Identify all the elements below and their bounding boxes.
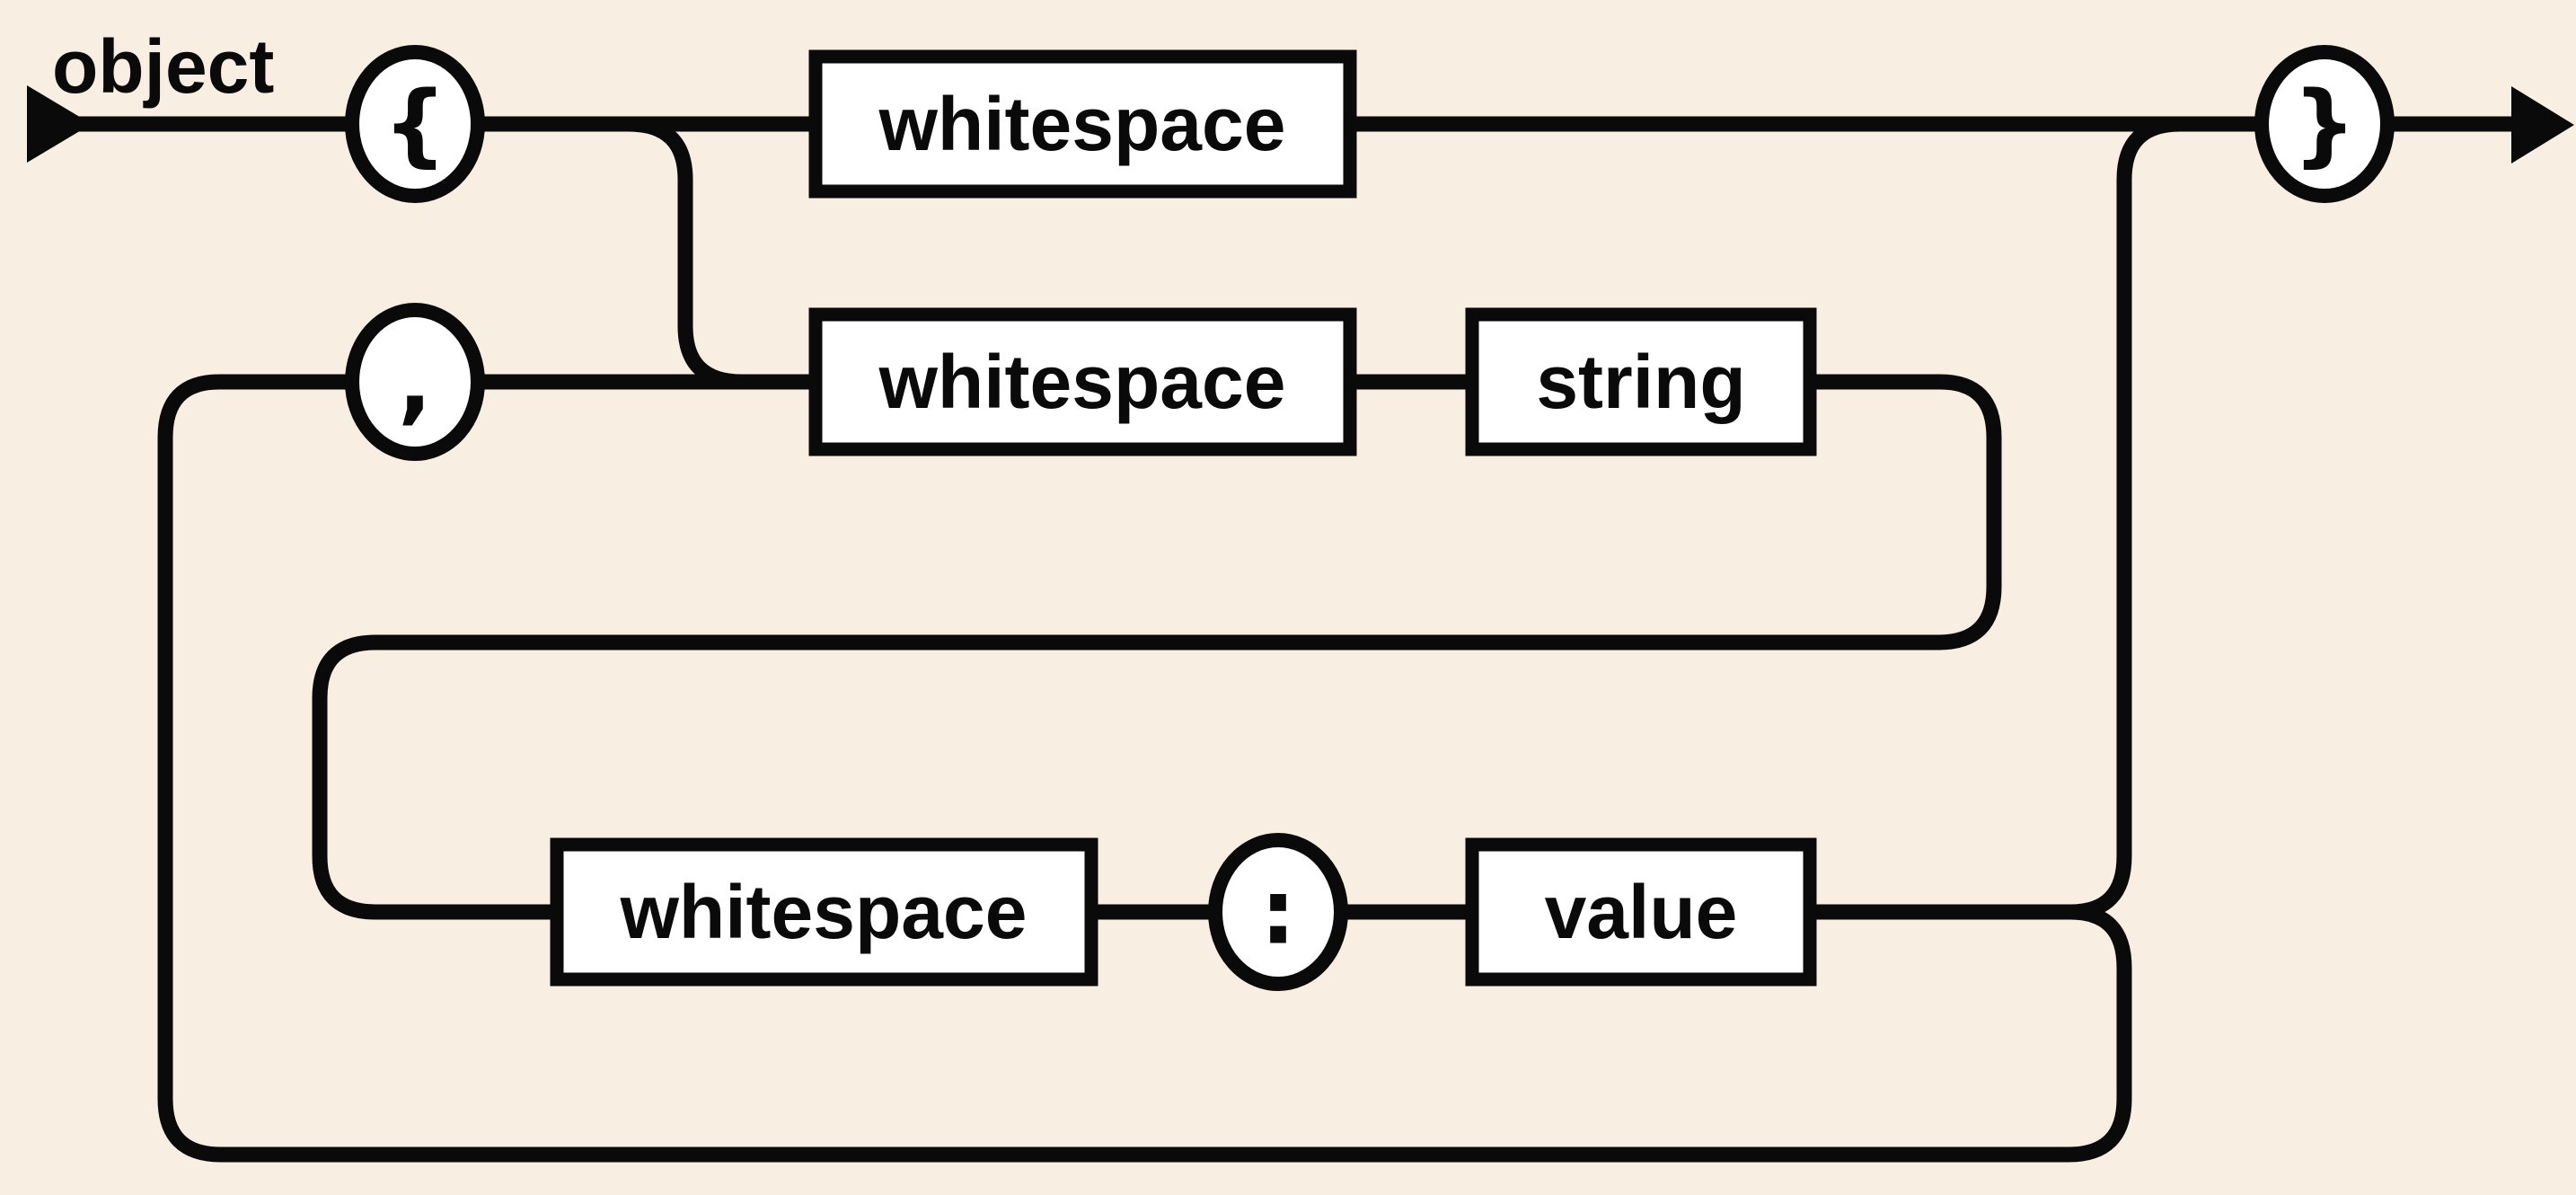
nonterminal-whitespace-middle: whitespace: [808, 307, 1357, 456]
terminal-comma: ,: [345, 303, 485, 461]
terminal-open-brace: {: [345, 45, 485, 203]
terminal-colon: :: [1208, 833, 1348, 991]
diagram-title: object: [52, 24, 274, 109]
whitespace-middle-box: [808, 307, 1357, 456]
rails: [27, 85, 2574, 1163]
nonterminal-whitespace-top: whitespace: [808, 49, 1357, 199]
value-label: value: [1545, 870, 1738, 954]
whitespace-bottom-box: [550, 837, 1098, 987]
nonterminal-value: value: [1465, 837, 1817, 987]
rail-exit-up-to-close: [2069, 116, 2181, 920]
rail-loop-back: [157, 374, 2132, 1163]
colon-label: :: [1260, 860, 1296, 965]
open-brace-oval: [345, 45, 485, 203]
whitespace-bottom-label: whitespace: [620, 870, 1028, 954]
open-brace-label: {: [383, 72, 446, 177]
colon-oval: [1208, 833, 1348, 991]
value-box: [1465, 837, 1817, 987]
whitespace-top-box: [808, 49, 1357, 199]
string-box: [1465, 307, 1817, 456]
nonterminal-string: string: [1465, 307, 1817, 456]
close-brace-label: }: [2292, 72, 2356, 177]
comma-oval: [345, 303, 485, 461]
rail-string-to-value-connector: [312, 374, 2002, 920]
start-arrow-icon: [27, 85, 92, 163]
close-brace-oval: [2254, 45, 2395, 203]
rail-branch-open-to-pair: [628, 116, 743, 390]
whitespace-top-label: whitespace: [878, 82, 1286, 166]
nonterminal-whitespace-bottom: whitespace: [550, 837, 1098, 987]
comma-label: ,: [398, 330, 432, 435]
end-arrow-icon: [2511, 86, 2574, 164]
whitespace-middle-label: whitespace: [878, 340, 1286, 424]
string-label: string: [1536, 340, 1745, 424]
terminal-close-brace: }: [2254, 45, 2395, 203]
